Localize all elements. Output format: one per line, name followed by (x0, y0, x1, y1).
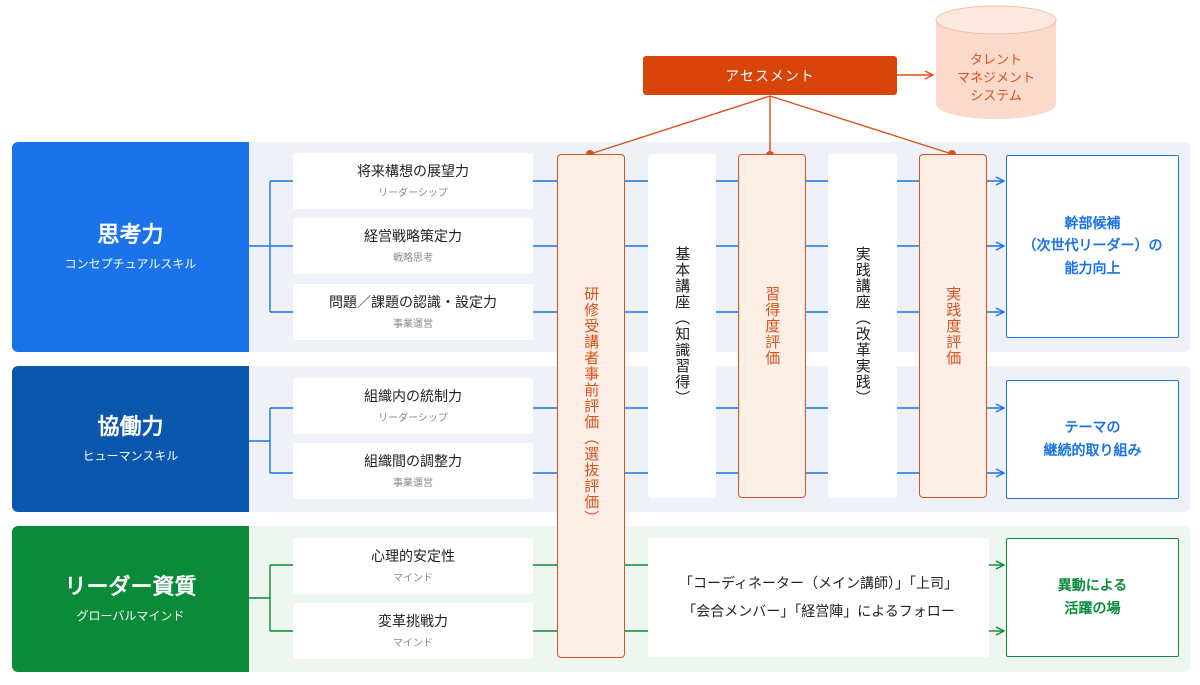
cooperation-bracket (249, 407, 293, 474)
database-cylinder-icon (935, 5, 1057, 119)
basic-course-label: 基本講座（知識習得） (673, 246, 692, 406)
skill-subtitle: 事業運営 (393, 477, 433, 489)
category-leadership: リーダー資質 グローバルマインド (12, 526, 249, 672)
assessment-links (589, 95, 953, 155)
talent-line-2: マネジメント (956, 71, 1035, 87)
skill-name: 将来構想の展望力 (357, 164, 469, 181)
category-subtitle: グローバルマインド (76, 608, 185, 623)
skill-box: 問題／課題の認識・設定力 事業運営 (293, 284, 533, 340)
pre-evaluation-label: 研修受講者事前評価（選抜評価） (582, 286, 601, 526)
outcome-line: 異動による (1057, 578, 1128, 595)
category-title: 思考力 (97, 223, 164, 249)
follow-line-1: 「コーディネーター（メイン講師）」「上司」 (678, 575, 959, 592)
skill-name: 心理的安定性 (371, 549, 455, 566)
skill-name: 問題／課題の認識・設定力 (329, 295, 497, 312)
outcome-leader-capability: 幹部候補 （次世代リーダー）の 能力向上 (1006, 155, 1179, 338)
skill-name: 組織内の統制力 (364, 389, 462, 406)
practice-course-label: 実践講座（改革実践） (853, 246, 872, 406)
skill-subtitle: リーダーシップ (378, 412, 448, 424)
mastery-evaluation-column: 習得度評価 (738, 154, 806, 498)
basic-course-column: 基本講座（知識習得） (648, 154, 716, 498)
talent-management-system-label: タレント マネジメント システム (936, 52, 1056, 107)
category-subtitle: ヒューマンスキル (82, 448, 179, 463)
outcome-line: 継続的取り組み (1043, 442, 1142, 459)
skill-subtitle: リーダーシップ (378, 187, 448, 199)
blue-flow-lines (533, 180, 919, 474)
blue-outcome-arrows (987, 181, 1004, 473)
follow-line-2: 「会合メンバー」「経営陣」によるフォロー (682, 603, 955, 620)
follow-up-box: 「コーディネーター（メイン講師）」「上司」 「会合メンバー」「経営陣」によるフォ… (648, 538, 989, 657)
outcome-theme-continuation: テーマの 継続的取り組み (1006, 380, 1179, 499)
category-subtitle: コンセプチュアルスキル (64, 256, 197, 271)
skill-box: 変革挑戦力 マインド (293, 603, 533, 659)
skill-subtitle: マインド (393, 572, 433, 584)
green-flow-lines (533, 565, 1004, 631)
skill-subtitle: 戦略思考 (393, 252, 433, 264)
skill-subtitle: 事業運営 (393, 318, 433, 330)
outcome-line: 活躍の場 (1064, 600, 1121, 617)
mastery-evaluation-label: 習得度評価 (763, 286, 782, 366)
skill-box: 組織間の調整力 事業運営 (293, 443, 533, 499)
pre-evaluation-column: 研修受講者事前評価（選抜評価） (557, 154, 625, 658)
assessment-box: アセスメント (643, 56, 897, 95)
leadership-bracket (249, 564, 293, 632)
skill-name: 組織間の調整力 (364, 454, 462, 471)
outcome-line: 幹部候補 (1064, 215, 1121, 232)
outcome-line: 能力向上 (1064, 260, 1121, 277)
skill-box: 心理的安定性 マインド (293, 538, 533, 594)
skill-box: 経営戦略策定力 戦略思考 (293, 218, 533, 274)
skill-box: 将来構想の展望力 リーダーシップ (293, 153, 533, 209)
outcome-transfer-opportunity: 異動による 活躍の場 (1006, 538, 1179, 657)
skill-name: 変革挑戦力 (378, 614, 448, 631)
talent-line-3: システム (970, 89, 1022, 105)
outcome-line: テーマの (1064, 420, 1121, 437)
practice-evaluation-column: 実践度評価 (919, 154, 987, 498)
thinking-bracket (249, 180, 293, 313)
practice-evaluation-label: 実践度評価 (944, 286, 963, 366)
category-title: 協働力 (97, 415, 164, 441)
skill-box: 組織内の統制力 リーダーシップ (293, 378, 533, 434)
outcome-line: （次世代リーダー）の (1022, 238, 1163, 255)
practice-course-column: 実践講座（改革実践） (828, 154, 897, 498)
category-cooperation: 協働力 ヒューマンスキル (12, 366, 249, 512)
talent-line-1: タレント (969, 53, 1022, 68)
skill-subtitle: マインド (393, 637, 433, 649)
category-title: リーダー資質 (64, 575, 197, 601)
category-thinking: 思考力 コンセプチュアルスキル (12, 142, 249, 352)
skill-name: 経営戦略策定力 (364, 229, 462, 246)
